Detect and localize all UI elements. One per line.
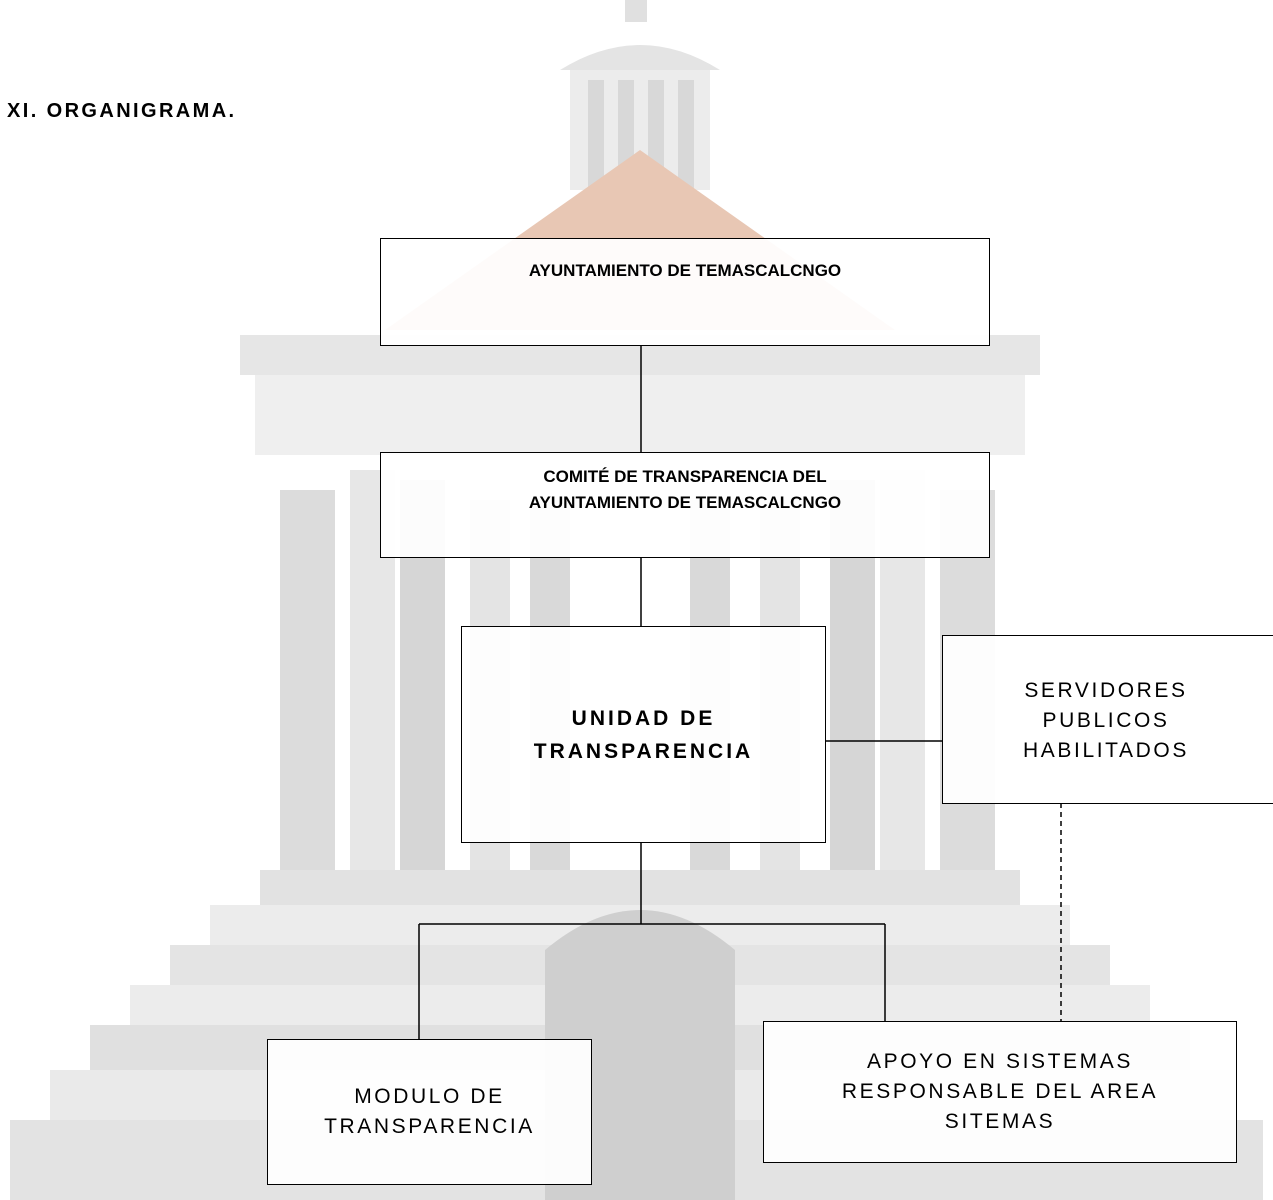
box-modulo-line2: TRANSPARENCIA [324,1115,535,1138]
box-apoyo-line1: APOYO EN SISTEMAS [867,1050,1133,1073]
box-servidores-line1: SERVIDORES [1024,679,1188,702]
box-ayuntamiento: AYUNTAMIENTO DE TEMASCALCNGO [380,238,990,346]
box-apoyo-sistemas: APOYO EN SISTEMAS RESPONSABLE DEL AREA S… [763,1021,1237,1163]
box-unidad-line2: TRANSPARENCIA [533,739,754,763]
box-servidores-publicos: SERVIDORES PUBLICOS HABILITADOS [942,635,1273,804]
box-apoyo-line3: SITEMAS [944,1110,1056,1133]
page-title: XI. ORGANIGRAMA. [7,100,237,122]
box-unidad-transparencia: UNIDAD DE TRANSPARENCIA [461,626,826,843]
box-comite-line1: COMITÉ DE TRANSPARENCIA DEL [543,467,827,486]
box-comite-transparencia: COMITÉ DE TRANSPARENCIA DEL AYUNTAMIENTO… [380,452,990,558]
box-servidores-line2: PUBLICOS [1042,709,1170,732]
box-apoyo-line2: RESPONSABLE DEL AREA [841,1080,1159,1103]
box-modulo-transparencia: MODULO DE TRANSPARENCIA [267,1039,592,1185]
box-ayuntamiento-label: AYUNTAMIENTO DE TEMASCALCNGO [528,261,842,280]
box-modulo-line1: MODULO DE [354,1085,505,1108]
box-comite-line2: AYUNTAMIENTO DE TEMASCALCNGO [528,493,842,512]
box-unidad-line1: UNIDAD DE [571,706,716,730]
box-servidores-line3: HABILITADOS [1023,739,1189,762]
